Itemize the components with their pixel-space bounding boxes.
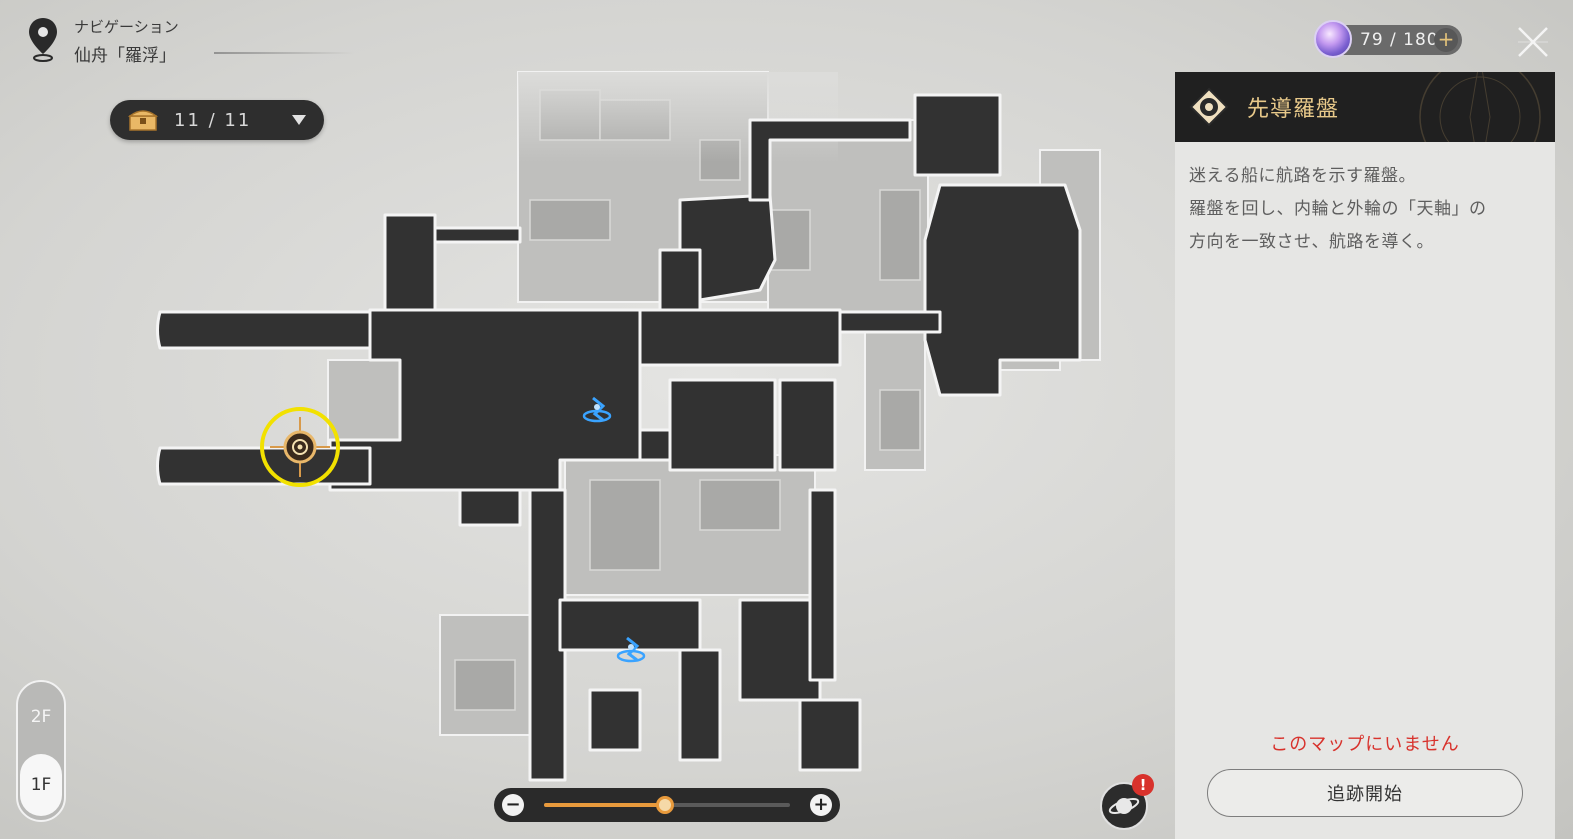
zoom-control: − + (494, 788, 840, 822)
floor-1f-button[interactable]: 1F (20, 754, 62, 816)
panel-header: 先導羅盤 (1175, 72, 1555, 142)
map-canvas[interactable] (0, 0, 1170, 839)
description-line: 迷える船に航路を示す羅盤。 (1189, 166, 1416, 186)
stellar-reserve-orb-icon (1314, 20, 1352, 58)
zoom-slider-fill (544, 803, 665, 807)
detail-panel: 先導羅盤 迷える船に航路を示す羅盤。 羅盤を回し、内輪と外輪の「天軸」の 方向を… (1175, 72, 1555, 839)
ornament-icon (1419, 72, 1541, 142)
map-top-fade (518, 72, 838, 162)
zoom-slider-handle[interactable] (655, 796, 674, 814)
planet-ring-icon (1108, 798, 1140, 814)
zoom-in-button[interactable]: + (810, 794, 832, 816)
navigation-compass-icon (1189, 87, 1229, 127)
status-message: このマップにいません (1270, 734, 1460, 755)
floor-2f-button[interactable]: 2F (30, 707, 52, 727)
panel-title: 先導羅盤 (1247, 97, 1340, 122)
zoom-out-button[interactable]: − (502, 794, 524, 816)
navigation-caption: ナビゲーション (74, 18, 179, 36)
highlight-circle (260, 407, 340, 487)
panel-description: 迷える船に航路を示す羅盤。 羅盤を回し、内輪と外輪の「天軸」の 方向を一致させ、… (1175, 142, 1555, 259)
chest-count: 11 / 11 (174, 109, 252, 131)
treasure-chest-selector[interactable]: 11 / 11 (110, 100, 324, 140)
close-icon[interactable] (1515, 24, 1551, 60)
map-pin-icon (29, 18, 57, 62)
space-anchor-icon[interactable] (616, 636, 646, 663)
divider (214, 52, 354, 54)
floor-selector: 2F 1F (16, 680, 66, 822)
trailblaze-power: 79 / 180 + (1314, 20, 1462, 58)
chevron-down-icon[interactable] (292, 115, 306, 125)
description-line: 羅盤を回し、内輪と外輪の「天軸」の (1189, 199, 1487, 219)
treasure-chest-icon (128, 110, 158, 131)
space-anchor-icon[interactable] (582, 396, 612, 423)
description-line: 方向を一致させ、航路を導く。 (1189, 232, 1434, 252)
power-value: 79 / 180 (1360, 30, 1439, 50)
notification-badge: ! (1132, 774, 1154, 796)
zoom-slider[interactable] (544, 796, 790, 814)
add-power-button[interactable]: + (1434, 28, 1458, 52)
map-walkable-area (156, 93, 1082, 782)
compass-puzzle-marker[interactable] (260, 407, 340, 487)
start-tracking-button[interactable]: 追跡開始 (1207, 769, 1523, 817)
location-name: 仙舟「羅浮」 (74, 46, 176, 66)
navigation-header: ナビゲーション 仙舟「羅浮」 (26, 16, 179, 66)
